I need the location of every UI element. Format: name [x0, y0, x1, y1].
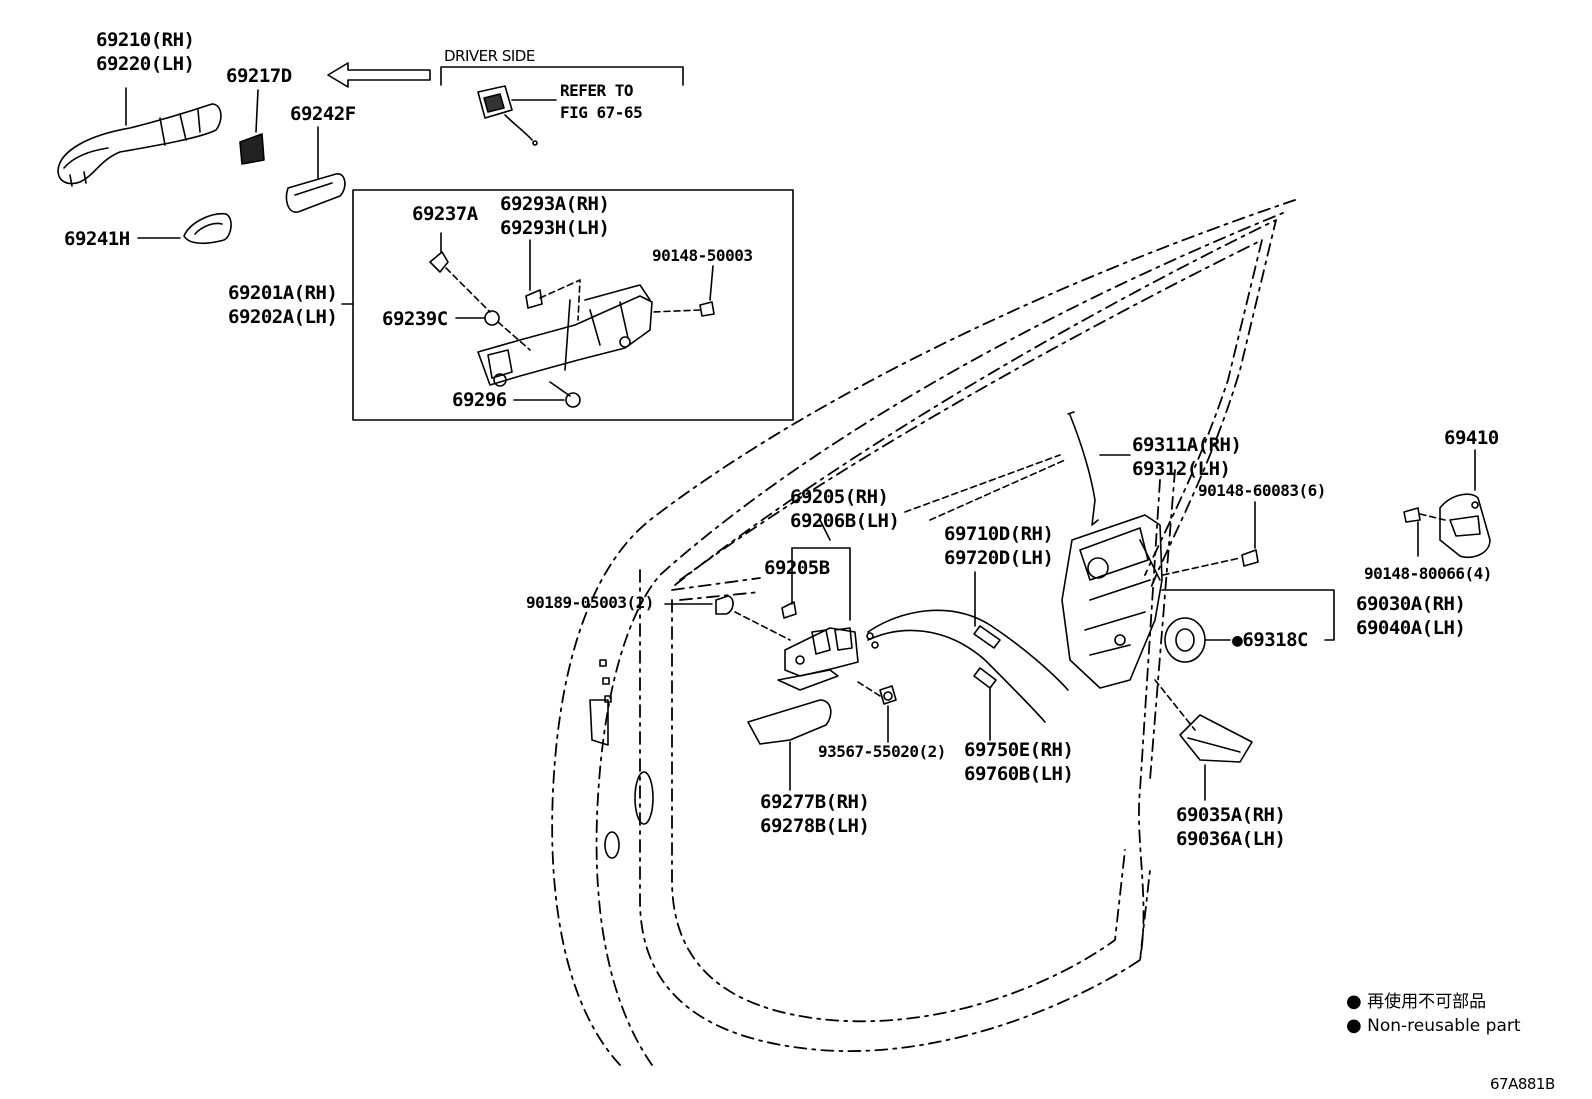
- non-reusable-mark: ●: [1232, 630, 1243, 651]
- label-lock-assy: 69030A(RH) 69040A(LH): [1356, 592, 1466, 640]
- door-outline: [551, 199, 1296, 1066]
- legend-row-japanese: ● 再使用不可部品: [1346, 990, 1521, 1014]
- screws-graphic: [1241, 507, 1421, 567]
- label-frame-assy: 69201A(RH) 69202A(LH): [228, 281, 338, 329]
- seal-graphic: [1164, 617, 1206, 663]
- cable-leaders: [974, 571, 991, 741]
- frame-box: [352, 189, 794, 421]
- label-69296: 69296: [452, 389, 507, 411]
- label-inside-handle: 69205(RH) 69206B(LH): [790, 485, 900, 533]
- part-number: 69278B(LH): [760, 815, 870, 837]
- label-bezel-69277: 69277B(RH) 69278B(LH): [760, 790, 870, 838]
- part-number: 69210(RH): [96, 29, 195, 51]
- label-69241h: 69241H: [64, 228, 130, 250]
- handle-frame-graphic: [477, 284, 653, 387]
- legend-row-english: ● Non-reusable part: [1346, 1014, 1521, 1038]
- label-69242f: 69242F: [290, 103, 356, 125]
- part-number: 69293A(RH): [500, 193, 610, 215]
- legend-text-english: Non-reusable part: [1367, 1016, 1521, 1036]
- cover-graphic: [1179, 714, 1253, 763]
- label-93567-55020: 93567-55020(2): [818, 742, 946, 761]
- label-90148-80066: 90148-80066(4): [1364, 564, 1492, 583]
- refer-to-note: REFER TO FIG 67-65: [560, 80, 643, 124]
- part-number: 69040A(LH): [1356, 617, 1466, 639]
- door-holes-graphic: [589, 659, 654, 859]
- lock-rod-graphic: [1067, 411, 1099, 526]
- part-number: 69202A(LH): [228, 306, 338, 328]
- label-90148-60083: 90148-60083(6): [1198, 481, 1326, 500]
- driver-side-bracket: [440, 66, 684, 86]
- part-number: 69036A(LH): [1176, 828, 1286, 850]
- part-number: 69312(LH): [1132, 458, 1231, 480]
- label-69237a: 69237A: [412, 203, 478, 225]
- legend-dot-icon: ●: [1346, 1015, 1362, 1036]
- label-69239c: 69239C: [382, 308, 448, 330]
- lock-leaders: [1161, 449, 1476, 801]
- legend: ● 再使用不可部品 ● Non-reusable part: [1346, 990, 1521, 1038]
- part-number: 69201A(RH): [228, 282, 338, 304]
- label-69318c: ●69318C: [1232, 628, 1308, 653]
- label-cable-69750: 69750E(RH) 69760B(LH): [964, 738, 1074, 786]
- figure-code: 67A881B: [1490, 1075, 1555, 1093]
- frame-leaders: [125, 87, 714, 401]
- label-69293: 69293A(RH) 69293H(LH): [500, 192, 610, 240]
- label-outer-handle: 69210(RH) 69220(LH): [96, 28, 195, 76]
- outer-handle-graphic: [57, 103, 222, 187]
- inside-small-parts-graphic: [715, 595, 897, 705]
- part-number: 69318C: [1242, 629, 1308, 651]
- label-90148-50003: 90148-50003: [652, 246, 753, 265]
- striker-graphic: [1439, 493, 1491, 559]
- frame-leader-lines: [445, 267, 701, 351]
- part-number: 69720D(LH): [944, 547, 1054, 569]
- label-90189-05003: 90189-05003(2): [526, 593, 654, 612]
- label-69205b: 69205B: [764, 557, 830, 579]
- lock-assembly-graphic: [1061, 514, 1163, 689]
- inside-leader-lines: [734, 611, 881, 697]
- part-number: 69206B(LH): [790, 510, 900, 532]
- part-number: 69760B(LH): [964, 763, 1074, 785]
- bezel-graphic: [747, 699, 832, 745]
- part-number: 69220(LH): [96, 53, 195, 75]
- label-69217d: 69217D: [226, 65, 292, 87]
- refer-line: FIG 67-65: [560, 103, 643, 122]
- part-number: 69030A(RH): [1356, 593, 1466, 615]
- part-number: 69710D(RH): [944, 523, 1054, 545]
- legend-dot-icon: ●: [1346, 991, 1362, 1012]
- cap-graphic: [239, 133, 265, 165]
- arrow-graphic: [327, 62, 431, 88]
- label-69311: 69311A(RH) 69312(LH): [1132, 433, 1242, 481]
- inside-handle-graphic: [777, 627, 859, 691]
- label-cable-69710: 69710D(RH) 69720D(LH): [944, 522, 1054, 570]
- label-69410: 69410: [1444, 427, 1499, 449]
- refer-line: REFER TO: [560, 81, 634, 100]
- cables-graphic: [866, 609, 1069, 723]
- lock-leader-lines: [904, 454, 1446, 731]
- part-number: 69293H(LH): [500, 217, 610, 239]
- inside-leaders: [664, 519, 889, 791]
- pad-graphic: [285, 173, 346, 213]
- part-number: 69035A(RH): [1176, 804, 1286, 826]
- part-number: 69277B(RH): [760, 791, 870, 813]
- lock-cylinder-graphic: [477, 85, 557, 146]
- small-parts-graphic: [429, 251, 715, 408]
- pad-lower-graphic: [183, 212, 232, 245]
- part-number: 69205(RH): [790, 486, 889, 508]
- part-number: 69750E(RH): [964, 739, 1074, 761]
- legend-text-japanese: 再使用不可部品: [1367, 992, 1487, 1012]
- label-cover-69035: 69035A(RH) 69036A(LH): [1176, 803, 1286, 851]
- driver-side-label: DRIVER SIDE: [444, 47, 535, 65]
- part-number: 69311A(RH): [1132, 434, 1242, 456]
